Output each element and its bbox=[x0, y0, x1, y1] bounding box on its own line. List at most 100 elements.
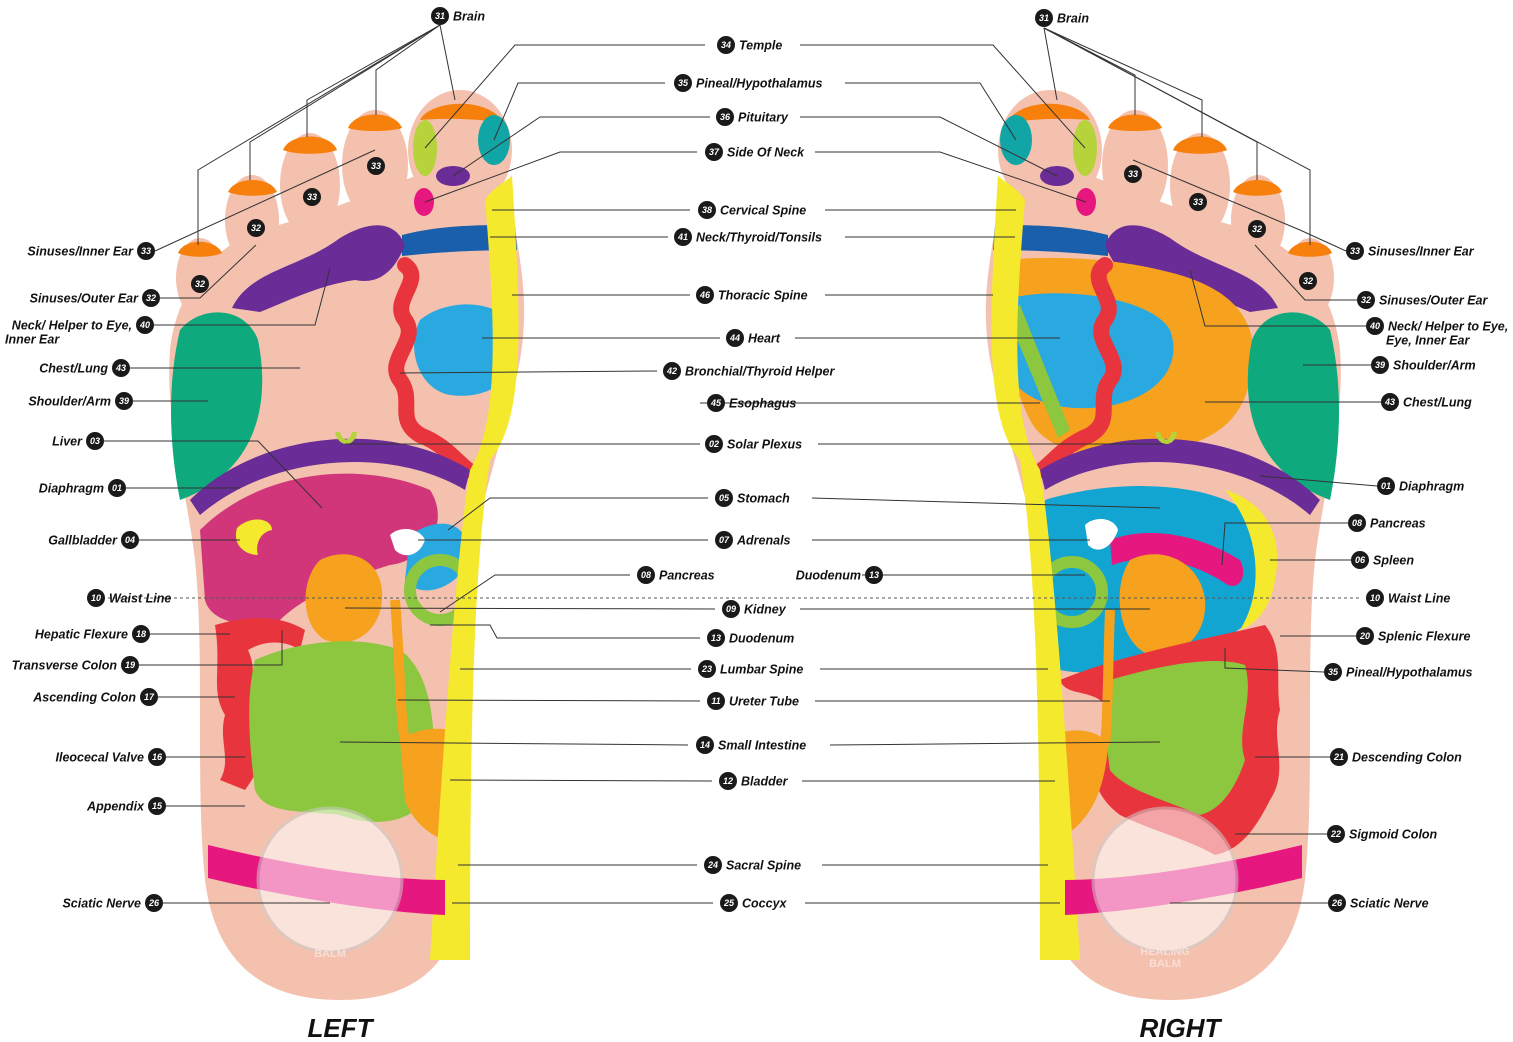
label-adrenals-number: 07 bbox=[719, 535, 730, 545]
label-waist-left-number: 10 bbox=[91, 593, 101, 603]
watermark-right-line2: HEALING bbox=[1140, 946, 1190, 958]
label-hepatic-flexure-number: 18 bbox=[136, 629, 146, 639]
label-lumbar-spine-label: Lumbar Spine bbox=[720, 663, 803, 677]
leader-line bbox=[450, 780, 712, 781]
label-lumbar-spine-number: 23 bbox=[701, 664, 712, 674]
label-kidney-number: 09 bbox=[726, 604, 736, 614]
label-duodenum-center-number: 13 bbox=[869, 570, 879, 580]
label-brain-left-label: Brain bbox=[453, 10, 485, 24]
label-neck-thyroid-label: Neck/Thyroid/Tonsils bbox=[696, 231, 822, 245]
toe-badge-4-number: 33 bbox=[1128, 169, 1138, 179]
label-diaphragm-right-number: 01 bbox=[1381, 481, 1391, 491]
label-heart-number: 44 bbox=[729, 333, 740, 343]
label-sinuses-outer-left-number: 32 bbox=[146, 293, 156, 303]
label-stomach-number: 05 bbox=[719, 493, 730, 503]
label-spleen-label: Spleen bbox=[1373, 554, 1414, 568]
label-cervical-spine-number: 38 bbox=[702, 205, 712, 215]
toe-badge-3-number: 32 bbox=[195, 279, 205, 289]
label-stomach-label: Stomach bbox=[737, 492, 790, 506]
label-pancreas-center-label: Pancreas bbox=[659, 569, 715, 583]
label-esophagus-number: 45 bbox=[710, 398, 722, 408]
label-ascending-colon-label: Ascending Colon bbox=[32, 691, 136, 705]
label-chest-left-number: 43 bbox=[115, 363, 126, 373]
label-neck-helper-left-label: Neck/ Helper to Eye, bbox=[12, 319, 132, 333]
label-sinuses-inner-left-number: 33 bbox=[141, 246, 151, 256]
label-side-neck-label: Side Of Neck bbox=[727, 146, 805, 160]
left-toe-tip-3 bbox=[283, 137, 337, 154]
leader-line bbox=[1044, 28, 1057, 100]
label-neck-helper-right-label: Neck/ Helper to Eye, bbox=[1388, 320, 1508, 334]
label-ileocecal-number: 16 bbox=[152, 752, 163, 762]
label-neck-helper-right-number: 40 bbox=[1369, 321, 1380, 331]
leader-line bbox=[845, 83, 1016, 140]
label-neck-helper-left-number: 40 bbox=[139, 320, 150, 330]
label-appendix-number: 15 bbox=[152, 801, 163, 811]
watermark-left-line2: HEALING bbox=[305, 936, 355, 948]
label-chest-right-number: 43 bbox=[1384, 397, 1395, 407]
label-brain-right-number: 31 bbox=[1039, 13, 1049, 23]
label-solar-plexus-number: 02 bbox=[709, 439, 719, 449]
label-splenic-flexure-number: 20 bbox=[1359, 631, 1370, 641]
label-pineal-right-number: 35 bbox=[1328, 667, 1339, 677]
right-toe-tip-4 bbox=[1233, 180, 1282, 196]
label-esophagus-label: Esophagus bbox=[729, 397, 796, 411]
label-pineal-right-label: Pineal/Hypothalamus bbox=[1346, 666, 1472, 680]
label-pineal-number: 35 bbox=[678, 78, 689, 88]
label-cervical-spine-label: Cervical Spine bbox=[720, 204, 806, 218]
label-bladder-number: 12 bbox=[723, 776, 733, 786]
label-sciatic-right-label: Sciatic Nerve bbox=[1350, 897, 1429, 911]
label-shoulder-right-label: Shoulder/Arm bbox=[1393, 359, 1476, 373]
label-liver-number: 03 bbox=[90, 436, 100, 446]
toe-badge-5-number: 33 bbox=[1193, 197, 1203, 207]
label-neck-helper-left-line2-label: Inner Ear bbox=[5, 333, 60, 347]
label-sacral-spine-number: 24 bbox=[707, 860, 718, 870]
leader-line bbox=[440, 25, 455, 100]
toe-badge-2-number: 32 bbox=[251, 223, 261, 233]
watermark-left-line3: BALM bbox=[314, 948, 346, 960]
label-sinuses-inner-left-label: Sinuses/Inner Ear bbox=[27, 245, 134, 259]
label-sigmoid-colon-label: Sigmoid Colon bbox=[1349, 828, 1438, 842]
label-diaphragm-left-number: 01 bbox=[112, 483, 122, 493]
label-shoulder-left-label: Shoulder/Arm bbox=[28, 395, 111, 409]
label-pineal-label: Pineal/Hypothalamus bbox=[696, 77, 822, 91]
label-sigmoid-colon-number: 22 bbox=[1330, 829, 1341, 839]
toe-badge-6-number: 32 bbox=[1252, 224, 1262, 234]
label-pancreas-right-label: Pancreas bbox=[1370, 517, 1426, 531]
label-chest-left-label: Chest/Lung bbox=[39, 362, 108, 376]
label-bronchial-number: 42 bbox=[666, 366, 677, 376]
label-heart-label: Heart bbox=[748, 332, 781, 346]
right-toe-tip-2 bbox=[1108, 115, 1162, 132]
label-coccyx-label: Coccyx bbox=[742, 897, 788, 911]
label-sacral-spine-label: Sacral Spine bbox=[726, 859, 801, 873]
label-gallbladder-number: 04 bbox=[125, 535, 135, 545]
label-waist-right-label: Waist Line bbox=[1388, 592, 1450, 606]
left-side-neck-zone bbox=[414, 188, 434, 216]
label-sinuses-inner-right-number: 33 bbox=[1350, 246, 1360, 256]
left-toe-tip-5 bbox=[178, 242, 222, 257]
toe-badge-0-number: 33 bbox=[371, 161, 381, 171]
label-brain-right-label: Brain bbox=[1057, 12, 1089, 26]
label-duodenum-number: 13 bbox=[711, 633, 721, 643]
label-ureter-number: 11 bbox=[711, 696, 720, 706]
label-transverse-colon-label: Transverse Colon bbox=[12, 659, 118, 673]
watermark-right-line1: WISE·MEN bbox=[1114, 828, 1216, 850]
label-diaphragm-left-label: Diaphragm bbox=[39, 482, 104, 496]
leader-line bbox=[494, 83, 665, 140]
label-waist-right-number: 10 bbox=[1370, 593, 1380, 603]
label-transverse-colon-number: 19 bbox=[125, 660, 135, 670]
label-gallbladder-label: Gallbladder bbox=[48, 534, 118, 548]
label-sinuses-outer-right-label: Sinuses/Outer Ear bbox=[1379, 294, 1489, 308]
label-sciatic-right-number: 26 bbox=[1331, 898, 1343, 908]
label-thoracic-spine-number: 46 bbox=[699, 290, 711, 300]
label-solar-plexus-label: Solar Plexus bbox=[727, 438, 802, 452]
label-ileocecal-label: Ileocecal Valve bbox=[56, 751, 145, 765]
label-bladder-label: Bladder bbox=[741, 775, 789, 789]
right-toe-tip-3 bbox=[1173, 137, 1227, 154]
toe-badge-1-number: 33 bbox=[307, 192, 317, 202]
label-shoulder-right-number: 39 bbox=[1375, 360, 1385, 370]
label-bronchial-label: Bronchial/Thyroid Helper bbox=[685, 365, 835, 379]
label-duodenum-label: Duodenum bbox=[729, 632, 794, 646]
leader-line bbox=[448, 498, 708, 530]
label-adrenals-label: Adrenals bbox=[736, 534, 791, 548]
